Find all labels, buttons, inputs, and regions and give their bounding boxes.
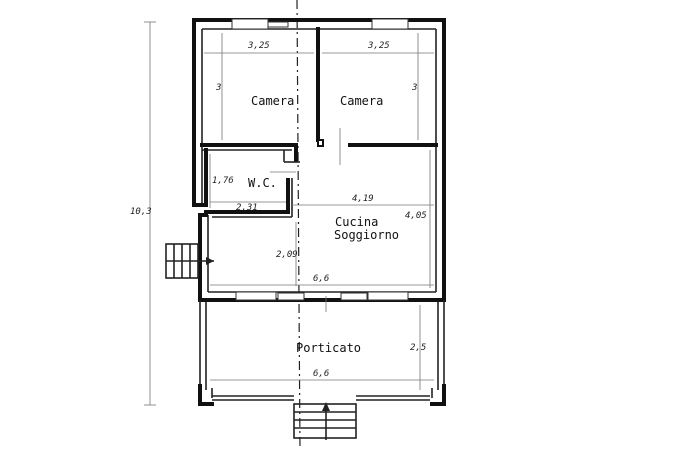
front-stairs [293,402,357,440]
side-stair [165,243,214,279]
dim-cucina-width: 4,19 [352,194,374,204]
dim-soggiorno-depth: 2,09 [276,250,298,260]
room-label-wc: W.C. [248,176,277,190]
dim-wc-depth: 1,76 [212,176,234,186]
dim-house-width: 6,6 [313,274,329,284]
room-label-cucina: Cucina [335,215,378,229]
door-bottom-left [277,292,305,301]
room-label-soggiorno: Soggiorno [334,228,399,242]
door-bottom-right [340,292,368,301]
dim-porticato-depth: 2,5 [410,343,426,353]
dim-camera-right-width: 3,25 [367,41,390,51]
dim-cucina-depth: 4,05 [405,211,427,221]
window-top-center [267,21,289,28]
window-top-left [231,18,269,30]
room-label-camera-left: Camera [251,94,294,108]
porch-structure [198,300,446,406]
window-top-right [371,18,409,30]
dim-camera-right-depth: 3 [411,83,417,93]
dim-camera-left-depth: 3 [215,83,221,93]
inner-dimension-lines [204,33,434,390]
room-label-camera-right: Camera [340,94,383,108]
interior-walls [200,27,438,218]
room-label-porticato: Porticato [296,341,361,355]
center-axis [296,0,301,450]
dim-camera-left-width: 3,25 [247,41,270,51]
total-height-dimension [144,21,156,406]
window-bottom-left [235,291,277,301]
dim-wc-width: 2,31 [236,203,258,213]
dim-total-height: 10,3 [130,207,152,217]
window-bottom-right [367,291,409,301]
dim-porticato-width: 6,6 [313,369,329,379]
